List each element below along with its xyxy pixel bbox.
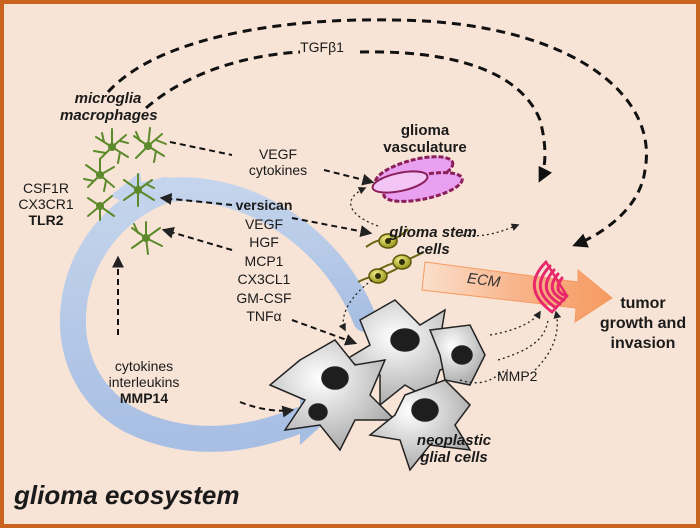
vasculature-label: glioma vasculature [375,122,475,157]
outcome-line3: invasion [610,335,676,352]
outcome-line1: tumor [620,295,666,312]
vasculature-shape [371,155,464,203]
stem-cells-label-line1: glioma stem [389,224,477,241]
outcome-line2: growth and [599,315,687,332]
diagram-title: glioma ecosystem [14,480,240,510]
stem-cells-label: glioma stem cells [378,224,488,259]
factor-mcp1: MCP1 [244,252,284,269]
receptors-label: CSF1R CX3CR1 TLR2 [8,180,84,228]
vegf-cytokines-line2: cytokines [248,162,308,179]
ecm-arrow [421,261,613,323]
factor-hgf: HGF [249,234,279,250]
receptor-csf1r: CSF1R [23,180,69,196]
stem-cells [357,228,425,284]
factors-label: versican VEGF HGF MCP1 CX3CL1 GM-CSF TNF… [226,196,302,326]
factor-versican: versican [235,197,293,213]
receptor-tlr2: TLR2 [28,212,64,229]
microglia-label-line2: macrophages [60,107,158,125]
vegf-cytokines-line1: VEGF [258,146,298,162]
dotted-arrows [338,187,562,384]
factor-tnfa: TNFα [246,308,282,324]
tgf-label: TGFβ1 [300,39,344,55]
glial-signal-interleukins: interleukins [108,374,180,391]
signal-arrows [112,141,375,418]
mmp2-label: MMP2 [497,368,538,384]
factor-gm-csf: GM-CSF [236,289,292,306]
vasculature-label-line2: vasculature [383,139,467,157]
tgf-arrows [106,18,648,248]
glial-signals-label: cytokines interleukins MMP14 [94,358,194,406]
vegf-cytokines-label: VEGF cytokines [228,146,328,178]
neoplastic-label-line2: glial cells [420,449,488,467]
stem-cells-label-line2: cells [416,241,450,259]
vasculature-label-line1: glioma [400,122,450,139]
glial-signal-mmp14: MMP14 [119,390,169,407]
neoplastic-label-line1: neoplastic [416,432,492,449]
neoplastic-label: neoplastic glial cells [404,432,504,467]
microglia-label: microglia macrophages [60,90,158,125]
microglia-cells [83,127,167,255]
glial-signal-cytokines: cytokines [114,358,174,374]
outcome-label: tumor growth and invasion [588,294,698,354]
factor-cx3cl1: CX3CL1 [237,271,291,287]
neoplastic-cells [268,299,486,472]
ecm-fan [532,260,569,314]
factor-vegf: VEGF [244,215,284,232]
receptor-cx3cr1: CX3CR1 [18,196,74,213]
microglia-label-line1: microglia [74,90,142,107]
